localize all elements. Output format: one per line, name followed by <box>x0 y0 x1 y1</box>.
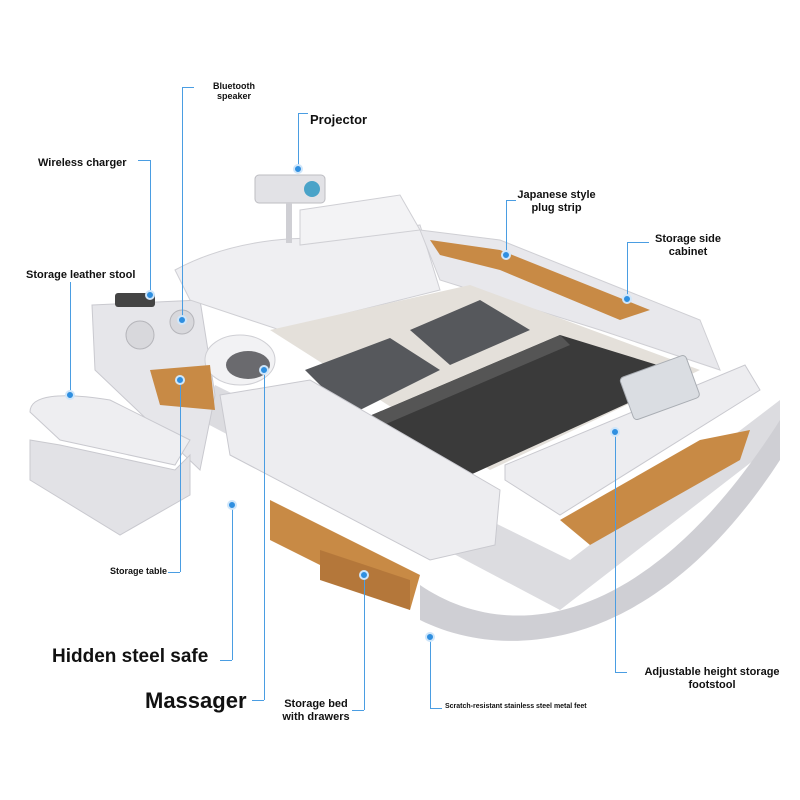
callout-dot <box>293 164 303 174</box>
label-footstool: Adjustable height storage footstool <box>644 666 780 691</box>
label-storage-table: Storage table <box>110 566 168 576</box>
label-projector: Projector <box>310 112 368 127</box>
speaker-left <box>125 320 155 350</box>
laptop <box>619 355 700 421</box>
callout-line <box>168 572 180 573</box>
pillow-right <box>410 300 530 365</box>
callout-line <box>506 200 516 201</box>
callout-line <box>182 87 194 88</box>
callout-line <box>430 708 442 709</box>
callout-dot <box>227 500 237 510</box>
label-metal-feet: Scratch-resistant stainless steel metal … <box>445 703 587 710</box>
callout-line <box>364 575 365 710</box>
callout-line <box>70 282 71 394</box>
callout-line <box>182 87 183 320</box>
label-storage-bed-drawers: Storage bed with drawers <box>282 698 350 723</box>
callout-line <box>298 113 299 168</box>
headboard <box>174 224 441 331</box>
callout-line <box>352 710 364 711</box>
side-cabinet-shelf <box>430 240 650 320</box>
label-bluetooth-speaker: Bluetooth speaker <box>213 81 255 102</box>
callout-line <box>298 113 308 114</box>
callout-dot <box>425 632 435 642</box>
label-storage-side-cabinet: Storage side cabinet <box>654 233 722 258</box>
label-japanese-plug-strip: Japanese style plug strip <box>517 189 596 214</box>
callout-dot <box>359 570 369 580</box>
callout-dot <box>622 294 632 304</box>
storage-stool-body <box>29 439 191 536</box>
label-massager: Massager <box>145 688 247 713</box>
callout-line <box>264 370 265 700</box>
callout-line <box>150 160 151 295</box>
callout-dot <box>177 315 187 325</box>
callout-line <box>615 432 616 672</box>
label-hidden-steel-safe: Hidden steel safe <box>52 646 209 667</box>
callout-dot <box>175 375 185 385</box>
front-cushion <box>219 379 501 561</box>
callout-line <box>506 200 507 255</box>
footstool <box>504 364 761 516</box>
callout-line <box>232 505 233 660</box>
callout-dot <box>501 250 511 260</box>
label-storage-leather-stool: Storage leather stool <box>26 269 136 281</box>
blanket <box>360 335 690 475</box>
pillow-left <box>305 338 440 415</box>
callout-line <box>138 160 150 161</box>
callout-line <box>627 242 628 300</box>
storage-table <box>150 365 215 410</box>
rounded-front-base <box>420 420 780 641</box>
callout-dot <box>145 290 155 300</box>
callout-dot <box>65 390 75 400</box>
callout-line <box>180 380 181 572</box>
callout-line <box>615 672 627 673</box>
callout-dot <box>610 427 620 437</box>
callout-line <box>220 660 232 661</box>
callout-line <box>252 700 264 701</box>
callout-line <box>627 242 649 243</box>
footstool-storage <box>560 430 750 545</box>
label-wireless-charger: Wireless charger <box>38 157 127 169</box>
callout-dot <box>259 365 269 375</box>
callout-line <box>430 638 431 708</box>
